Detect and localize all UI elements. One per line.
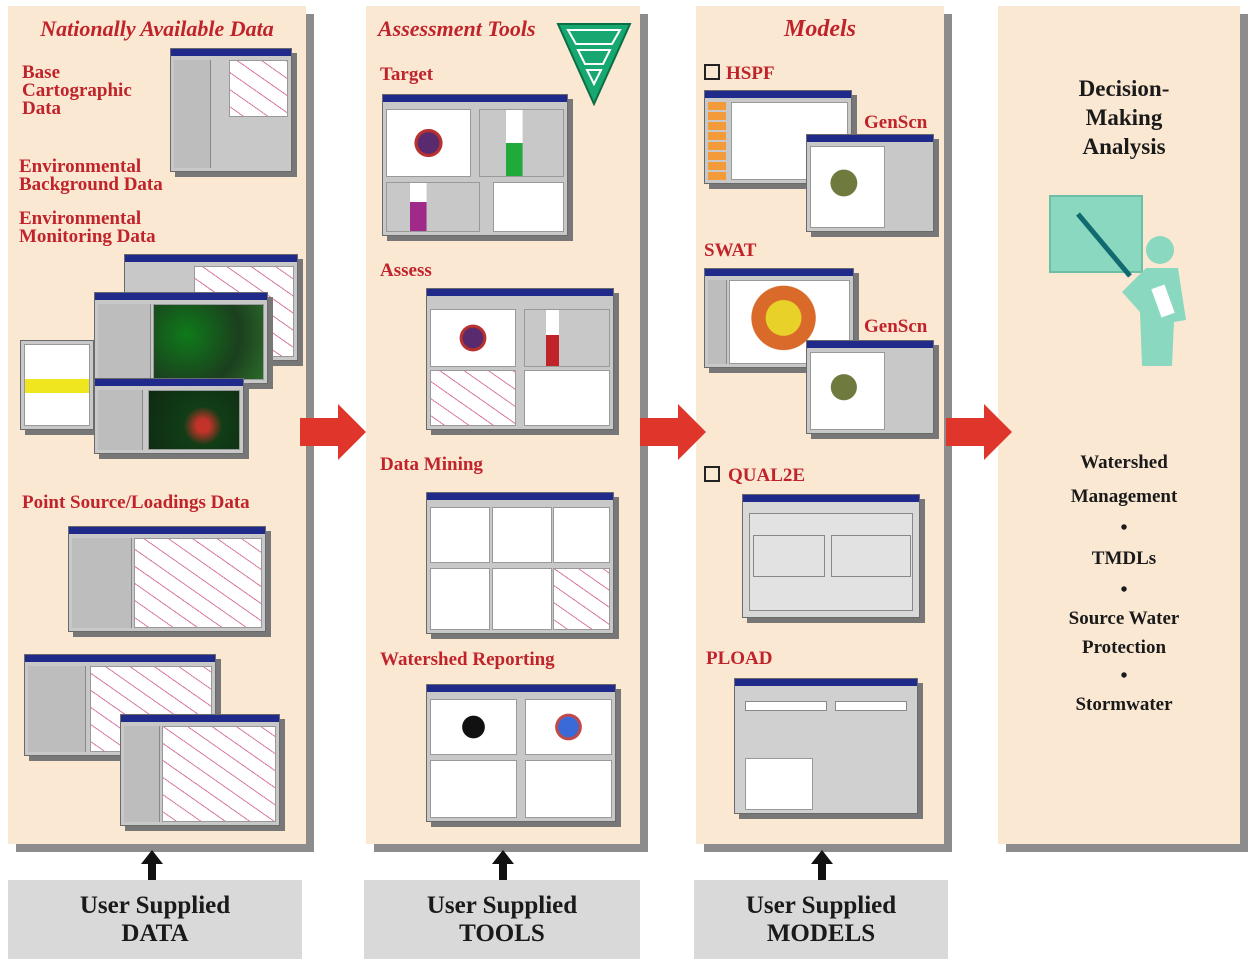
user-supplied-tools-line2: TOOLS xyxy=(459,919,545,947)
genscn-label-1: GenScn xyxy=(864,112,928,133)
data-panel: Nationally Available Data Base Cartograp… xyxy=(8,6,306,844)
user-supplied-tools-line1: User Supplied xyxy=(426,891,578,919)
point-source-label: Point Source/Loadings Data xyxy=(22,492,250,513)
user-supplied-models-line2: MODELS xyxy=(766,919,876,947)
models-panel: Models HSPF GenScn SWAT GenScn QUAL2E PL… xyxy=(696,6,944,844)
genscn-screenshot-2 xyxy=(806,340,934,434)
user-supplied-models-box: User Supplied MODELS xyxy=(694,880,948,959)
tools-panel: Assessment Tools Target Assess Data Mini… xyxy=(366,6,640,844)
user-supplied-data-box: User Supplied DATA xyxy=(8,880,302,959)
outcome-tmdls: TMDLs xyxy=(1091,548,1157,569)
decision-title: Decision-Making Analysis xyxy=(1000,74,1248,161)
assess-screenshot xyxy=(426,288,614,430)
outcomes-list: Watershed Management • TMDLs • Source Wa… xyxy=(1000,446,1248,720)
data-panel-title: Nationally Available Data xyxy=(40,16,274,41)
swat-label: SWAT xyxy=(704,240,757,261)
hspf-label: HSPF xyxy=(704,64,775,83)
user-supplied-data-line2: DATA xyxy=(121,919,189,947)
user-supplied-tools-box: User Supplied TOOLS xyxy=(364,880,640,959)
watershed-reporting-screenshot xyxy=(426,684,616,822)
data-mining-label: Data Mining xyxy=(380,454,483,475)
flow-arrow-3 xyxy=(946,404,1012,460)
presenter-icon xyxy=(1049,195,1186,366)
monitoring-dark-map-screenshot xyxy=(94,378,244,454)
outcome-bullet-1: • xyxy=(1120,517,1128,539)
outcome-stormwater: Stormwater xyxy=(1075,694,1173,715)
outcome-source-water: Source Water Protection xyxy=(1068,608,1180,658)
watershed-reporting-label: Watershed Reporting xyxy=(380,649,555,670)
qual2e-window-icon xyxy=(704,466,720,482)
up-arrow-data xyxy=(141,850,163,888)
target-label: Target xyxy=(380,64,434,85)
point-source-map-screenshot xyxy=(68,526,266,632)
base-cartographic-label: Base Cartographic Data xyxy=(22,62,172,119)
user-supplied-models-line1: User Supplied xyxy=(745,891,897,919)
user-supplied-data-line1: User Supplied xyxy=(79,891,231,919)
pload-label: PLOAD xyxy=(706,648,773,669)
loadings-map-screenshot-front xyxy=(120,714,280,826)
decision-title-text: Decision-Making Analysis xyxy=(1078,76,1170,159)
hspf-window-icon xyxy=(704,64,720,80)
qual2e-label: QUAL2E xyxy=(704,466,805,485)
base-cartographic-text: Base Cartographic Data xyxy=(22,62,132,119)
assess-label: Assess xyxy=(380,260,432,281)
outcome-bullet-3: • xyxy=(1120,665,1128,687)
outcome-bullet-2: • xyxy=(1120,579,1128,601)
outcome-watershed-management: Watershed Management xyxy=(1070,452,1178,507)
monitoring-green-map-screenshot xyxy=(94,292,268,384)
qual2e-text: QUAL2E xyxy=(728,465,806,486)
pload-screenshot xyxy=(734,678,918,814)
qual2e-screenshot xyxy=(742,494,920,618)
tools-panel-title: Assessment Tools xyxy=(378,16,536,41)
environmental-monitoring-label: Environmental Monitoring Data xyxy=(19,208,156,247)
environmental-background-label: Environmental Background Data xyxy=(19,156,163,195)
flow-arrow-1 xyxy=(300,404,366,460)
genscn-screenshot-1 xyxy=(806,134,934,232)
models-panel-title: Models xyxy=(784,16,856,42)
target-screenshot xyxy=(382,94,568,236)
hspf-text: HSPF xyxy=(726,63,775,84)
base-data-screenshot xyxy=(170,48,292,172)
up-arrow-models xyxy=(811,850,833,888)
flow-arrow-2 xyxy=(640,404,706,460)
monitoring-table-screenshot xyxy=(20,340,94,430)
up-arrow-tools xyxy=(492,850,514,888)
data-mining-screenshot xyxy=(426,492,614,634)
funnel-icon xyxy=(556,23,632,106)
genscn-label-2: GenScn xyxy=(864,316,928,337)
decision-panel xyxy=(998,6,1240,844)
